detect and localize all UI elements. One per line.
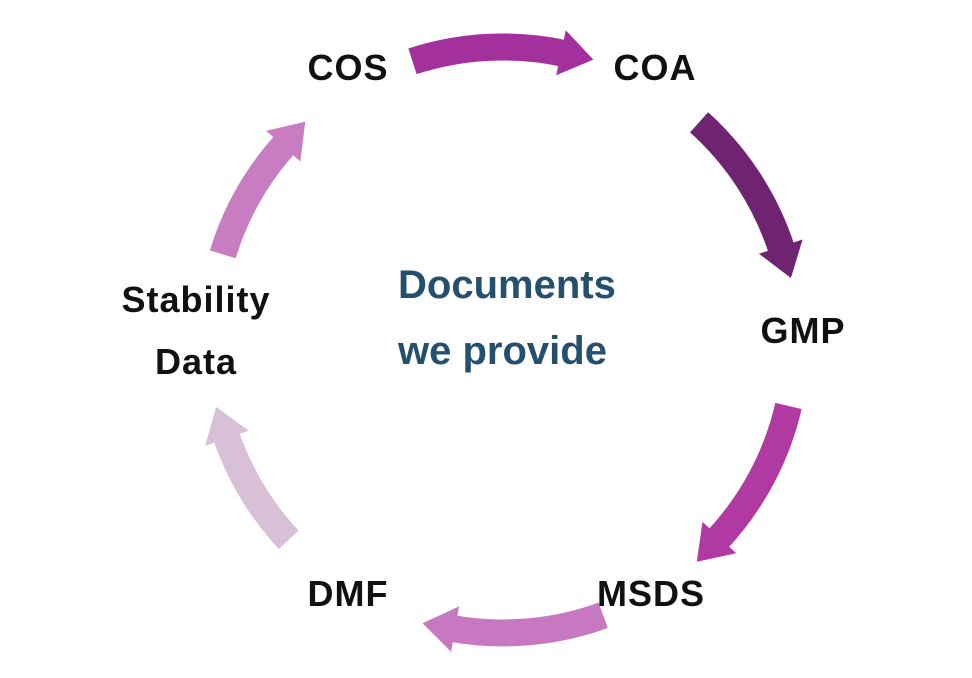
diagram-title-line2: we provide bbox=[398, 329, 607, 373]
arrow-coa-to-gmp bbox=[689, 112, 803, 278]
arrow-msds-to-dmf bbox=[422, 602, 608, 652]
cycle-label-stability-data: Stability Data bbox=[121, 269, 270, 393]
cycle-label-cos: COS bbox=[307, 47, 389, 88]
cycle-label-dmf: DMF bbox=[307, 573, 389, 614]
cycle-label-gmp: GMP bbox=[760, 310, 846, 351]
arrow-cos-to-coa bbox=[408, 30, 594, 76]
arrowhead-stability-data-to-cos bbox=[266, 121, 306, 162]
cycle-label-msds: MSDS bbox=[596, 573, 706, 614]
stability-data-line1: Stability bbox=[121, 279, 271, 320]
diagram-title: Documents we provide bbox=[398, 252, 616, 384]
arrowhead-dmf-to-stability-data bbox=[205, 407, 249, 446]
arrow-stability-data-to-cos bbox=[209, 121, 306, 259]
cycle-label-coa: COA bbox=[613, 47, 697, 88]
arrowhead-msds-to-dmf bbox=[422, 606, 460, 652]
arrow-dmf-to-stability-data bbox=[205, 407, 299, 550]
diagram-title-line1: Documents bbox=[398, 263, 616, 307]
arrow-gmp-to-msds bbox=[696, 402, 802, 562]
stability-data-line2: Data bbox=[154, 341, 238, 382]
arrowhead-coa-to-gmp bbox=[758, 239, 803, 278]
arrowhead-gmp-to-msds bbox=[696, 521, 737, 562]
arrowhead-cos-to-coa bbox=[556, 30, 594, 76]
